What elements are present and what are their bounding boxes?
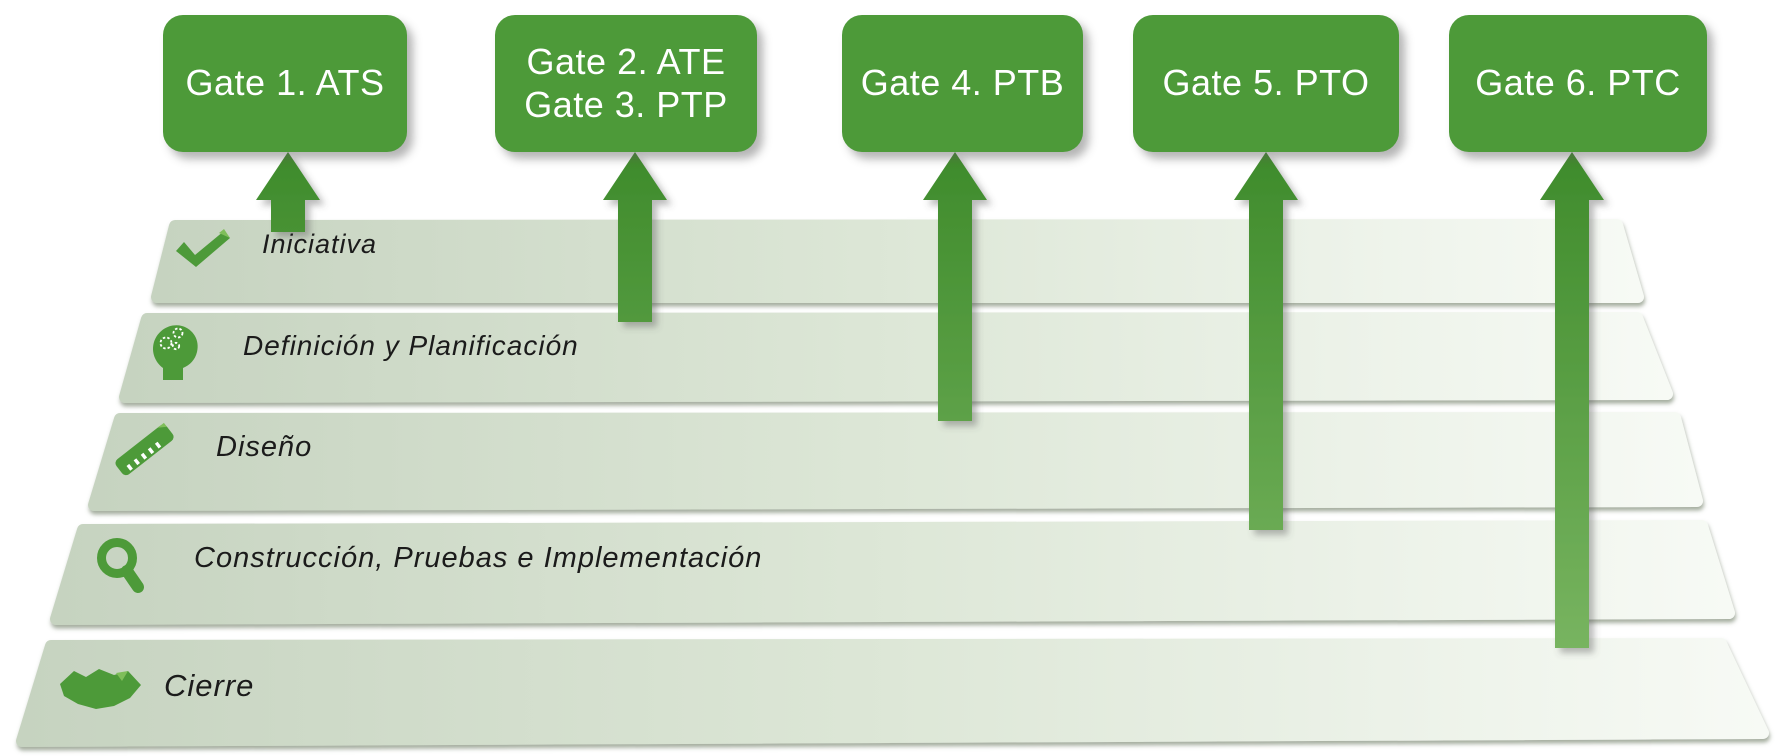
gate-label: Gate 1. ATS bbox=[185, 62, 385, 104]
gate-2-3-box: Gate 2. ATE Gate 3. PTP bbox=[495, 15, 757, 152]
gate-label: Gate 2. ATE bbox=[526, 41, 726, 83]
gate-label: Gate 5. PTO bbox=[1162, 62, 1370, 104]
phase-label-construccion: Construcción, Pruebas e Implementación bbox=[194, 542, 763, 574]
gate-5-box: Gate 5. PTO bbox=[1133, 15, 1399, 152]
magnifier-icon bbox=[92, 536, 154, 600]
phase-label-iniciativa: Iniciativa bbox=[262, 229, 378, 259]
gate-1-box: Gate 1. ATS bbox=[163, 15, 407, 152]
checkmark-icon bbox=[170, 227, 234, 269]
handshake-icon bbox=[56, 664, 144, 712]
phase-band-cierre bbox=[16, 638, 1769, 747]
ruler-icon bbox=[110, 418, 180, 480]
gate-label: Gate 4. PTB bbox=[860, 62, 1065, 104]
arrow-gate-4 bbox=[923, 152, 987, 421]
phase-label-cierre: Cierre bbox=[164, 668, 255, 703]
arrow-gate-1 bbox=[256, 152, 320, 232]
gate-label: Gate 6. PTC bbox=[1475, 62, 1681, 104]
gate-6-box: Gate 6. PTC bbox=[1449, 15, 1707, 152]
arrow-gate-5 bbox=[1234, 152, 1298, 530]
gate-label: Gate 3. PTP bbox=[524, 83, 728, 125]
phase-band-iniciativa bbox=[151, 219, 1644, 303]
phase-band-construccion-pruebas-implementacion bbox=[50, 520, 1735, 625]
head-gears-icon bbox=[149, 321, 201, 381]
phase-label-diseno: Diseño bbox=[216, 431, 313, 463]
phase-label-definicion: Definición y Planificación bbox=[243, 330, 579, 361]
phase-band-diseno bbox=[88, 412, 1703, 511]
arrow-gate-2-3 bbox=[603, 152, 667, 322]
arrow-gate-6 bbox=[1540, 152, 1604, 648]
gate-4-box: Gate 4. PTB bbox=[842, 15, 1083, 152]
